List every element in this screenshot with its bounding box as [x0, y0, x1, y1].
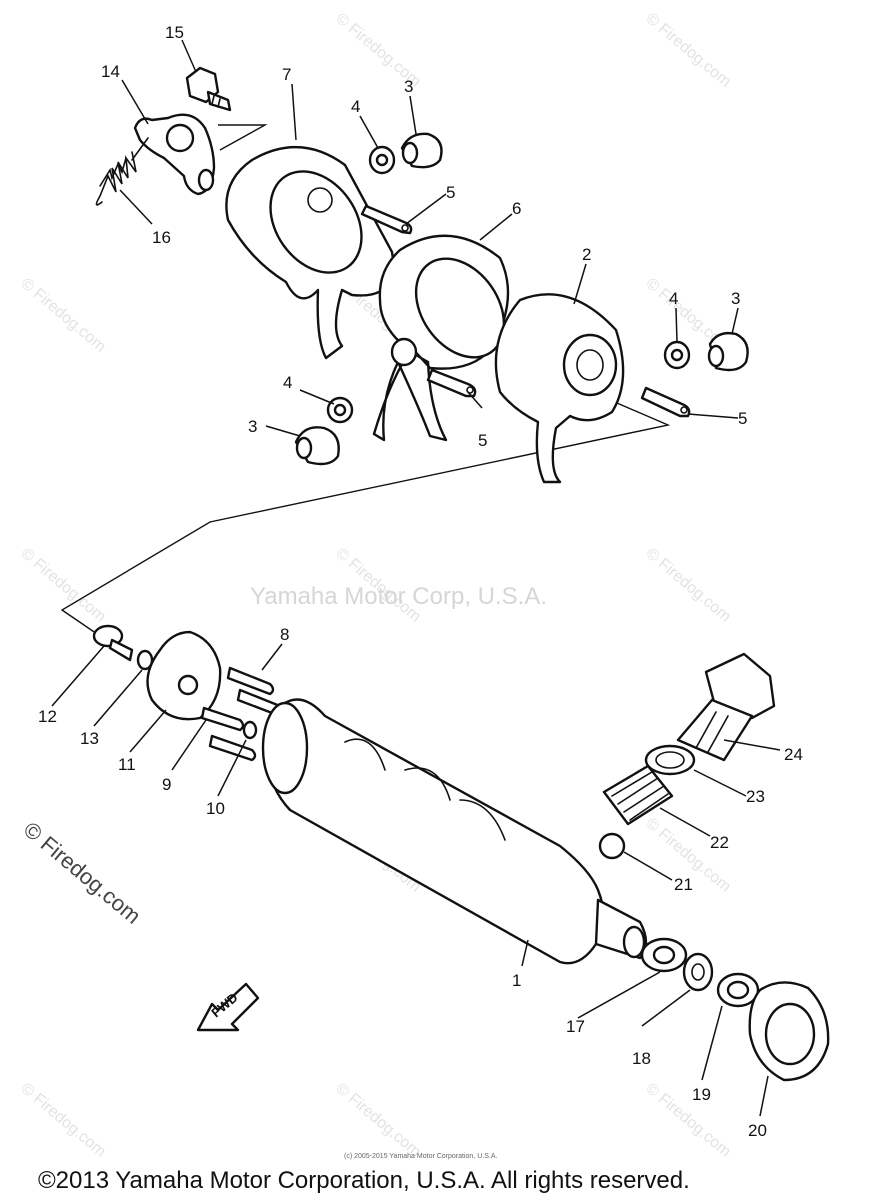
- callout-4: 4: [669, 289, 678, 308]
- callout-16: 16: [152, 228, 171, 247]
- alignment-line: [218, 124, 268, 151]
- part-22-spring: [602, 764, 674, 826]
- callout-3: 3: [404, 77, 413, 96]
- part-4-roller: [663, 340, 691, 370]
- callout-22: 22: [710, 833, 729, 852]
- callout-4: 4: [283, 373, 292, 392]
- copyright-notice: ©2013 Yamaha Motor Corporation, U.S.A. A…: [38, 1167, 690, 1194]
- callout-6: 6: [512, 199, 521, 218]
- side-watermark: © Firedog.com: [19, 817, 146, 929]
- part-23-gasket: [644, 744, 696, 776]
- watermark-text: © Firedog.com: [642, 1080, 733, 1161]
- callout-17: 17: [566, 1017, 585, 1036]
- watermark-text: © Firedog.com: [332, 1080, 423, 1161]
- part-1-shift-cam: [261, 698, 648, 965]
- callout-12: 12: [38, 707, 57, 726]
- callout-5: 5: [478, 431, 487, 450]
- part-5-pin: [360, 204, 413, 235]
- callout-11: 11: [118, 755, 136, 774]
- part-2-shift-fork: [494, 293, 625, 484]
- callout-1: 1: [512, 971, 521, 990]
- callout-3: 3: [731, 289, 740, 308]
- part-7-shift-fork: [225, 145, 395, 360]
- yamaha-watermark: Yamaha Motor Corp, U.S.A.: [250, 583, 547, 610]
- callout-8: 8: [280, 625, 289, 644]
- part-19-circlip: [716, 972, 760, 1008]
- part-20-plug: [748, 981, 830, 1082]
- part-3-guide-pin: [400, 132, 443, 169]
- part-3-guide-pin: [707, 331, 749, 372]
- callout-14: 14: [101, 62, 120, 81]
- callout-labels: 15 14 16 7 4 3 5 6 2 4 3 5 4 3 5 8 12 13…: [38, 23, 803, 1140]
- callout-2: 2: [582, 245, 591, 264]
- callout-13: 13: [80, 729, 99, 748]
- callout-4: 4: [351, 97, 360, 116]
- part-13-washer: [136, 649, 154, 671]
- part-14-stopper-lever: [133, 113, 216, 196]
- part-3-guide-pin: [294, 426, 340, 466]
- callout-5: 5: [738, 409, 747, 428]
- part-18-bearing: [682, 952, 714, 992]
- part-11-segment: [146, 630, 222, 721]
- callout-9: 9: [162, 775, 171, 794]
- part-12-screw: [92, 624, 134, 662]
- callout-19: 19: [692, 1085, 711, 1104]
- small-copyright: (c) 2005-2015 Yamaha Motor Corporation, …: [344, 1153, 497, 1160]
- part-17-washer: [640, 937, 688, 973]
- callout-7: 7: [282, 65, 291, 84]
- part-15-bolt: [185, 66, 232, 112]
- part-4-roller: [368, 145, 396, 175]
- callout-23: 23: [746, 787, 765, 806]
- part-9-dowel-pins: [200, 706, 257, 762]
- part-6-shift-fork: [372, 234, 510, 442]
- callout-5: 5: [446, 183, 455, 202]
- callout-21: 21: [674, 875, 693, 894]
- part-5-pin: [640, 386, 691, 418]
- callout-3: 3: [248, 417, 257, 436]
- part-4-roller: [326, 396, 354, 424]
- watermark-text: © Firedog.com: [17, 275, 108, 356]
- watermark-text: © Firedog.com: [642, 10, 733, 91]
- part-21-ball: [598, 832, 626, 860]
- watermark-text: © Firedog.com: [17, 1080, 108, 1161]
- part-16-spring: [95, 137, 149, 206]
- watermark-layer: © Firedog.com © Firedog.com © Firedog.co…: [17, 10, 733, 1161]
- callout-18: 18: [632, 1049, 651, 1068]
- callout-20: 20: [748, 1121, 767, 1140]
- part-5-pin: [426, 368, 477, 398]
- leader-lines: [51, 39, 781, 1117]
- alignment-line: [60, 399, 671, 637]
- part-10-clip: [242, 720, 258, 740]
- watermark-text: © Firedog.com: [17, 545, 108, 626]
- part-24-bolt: [676, 652, 776, 762]
- callout-24: 24: [784, 745, 803, 764]
- callout-15: 15: [165, 23, 184, 42]
- callout-10: 10: [206, 799, 225, 818]
- fwd-arrow-icon: FWD: [196, 982, 260, 1032]
- watermark-text: © Firedog.com: [642, 545, 733, 626]
